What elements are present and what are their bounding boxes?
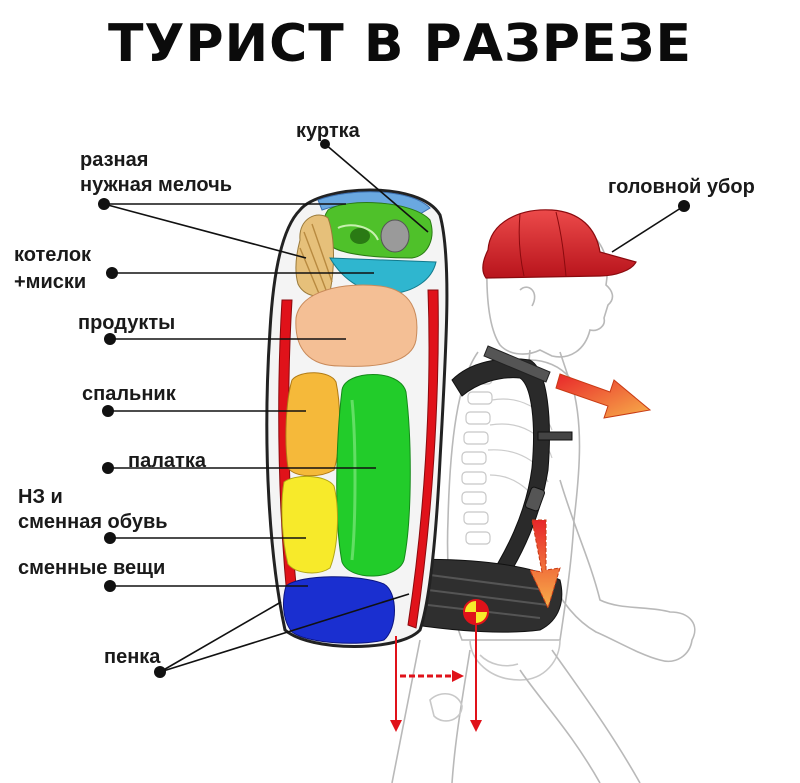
label-clothes: сменные вещи (18, 557, 166, 579)
item-food (295, 284, 418, 367)
item-jacket (322, 202, 433, 259)
backpack-harness (409, 345, 573, 633)
hiker-ribs (487, 398, 553, 506)
label-mat: пенка (104, 646, 161, 668)
arrow-hip (529, 519, 561, 610)
page-title: ТУРИСТ В РАЗРЕЗЕ (107, 14, 693, 74)
hiker-pelvis (469, 639, 561, 681)
pointer-lines (103, 143, 685, 673)
label-emergency-line2: сменная обувь (18, 511, 168, 533)
hiker-figure (391, 221, 696, 783)
hiker-leg-back (391, 639, 471, 783)
label-pot-line1: котелок (14, 244, 92, 266)
center-of-gravity-icon (463, 599, 489, 625)
label-food: продукты (78, 312, 176, 334)
label-sleeping-bag: спальник (82, 383, 176, 405)
backpack (265, 188, 449, 648)
item-tent (336, 374, 411, 577)
load-lifter (483, 345, 551, 383)
hiker-ear (519, 286, 536, 307)
force-arrows (390, 373, 652, 732)
label-pot-line2: +миски (14, 271, 87, 293)
hiker-spine (461, 371, 493, 545)
shoulder-strap (451, 358, 550, 593)
item-sleeping-bag (285, 372, 341, 477)
label-headwear: головной убор (608, 176, 755, 198)
hiker-arm (547, 479, 696, 662)
item-shoes (281, 476, 338, 574)
pointer-dot-icon (98, 139, 690, 678)
item-pot (295, 214, 334, 297)
frame-right (407, 289, 439, 629)
arrow-shoulder (555, 373, 652, 419)
label-jacket: куртка (296, 120, 360, 142)
hiker-knee (429, 693, 463, 722)
item-clothes (283, 576, 395, 644)
sternum-buckle (537, 431, 573, 441)
cap-icon (482, 209, 637, 279)
label-emergency-line1: НЗ и (18, 486, 63, 508)
hiker-leg-front (519, 649, 641, 783)
label-misc-line1: разная (80, 149, 149, 171)
side-buckle (525, 486, 545, 512)
label-misc-line2: нужная мелочь (80, 174, 233, 196)
label-tent: палатка (128, 450, 206, 472)
